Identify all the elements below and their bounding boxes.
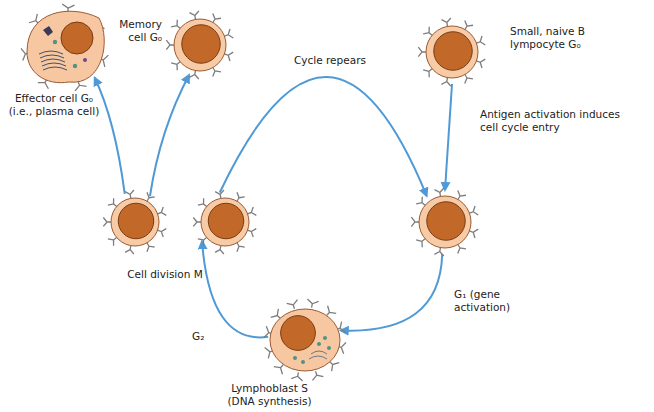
- b-cell: Cell division M: [101, 188, 259, 256]
- cell-label: Lymphoblast S (DNA synthesis): [222, 382, 317, 408]
- phase-label: Antigen activation induces cell cycle en…: [478, 108, 642, 134]
- phase-label: Cycle repears: [292, 54, 368, 67]
- cell-label: Memory cell G₀: [112, 18, 162, 44]
- b-cell: Lymphoblast S (DNA synthesis): [264, 299, 346, 381]
- cycle-arrow: [95, 78, 125, 194]
- cell-label: Cell division M: [127, 268, 203, 281]
- cycle-arrow: [150, 75, 189, 196]
- cell-illustration: [416, 16, 488, 88]
- cycle-arrow: [220, 77, 427, 196]
- cell-label: Small, naive B lympocyte G₀: [510, 25, 592, 51]
- phase-label: G₂: [190, 330, 206, 343]
- cell-label: Effector cell G₀ (i.e., plasma cell): [4, 92, 104, 118]
- b-cell: [409, 186, 481, 258]
- cell-illustration: [17, 0, 113, 96]
- cell-illustration: [164, 9, 236, 81]
- b-cell: Memory cell G₀: [164, 9, 236, 81]
- cell-illustration: [101, 188, 259, 256]
- cell-illustration: [264, 299, 346, 381]
- cell-illustration: [409, 186, 481, 258]
- cycle-arrow: [445, 84, 452, 190]
- b-cell: Effector cell G₀ (i.e., plasma cell): [17, 0, 113, 96]
- b-cell: Small, naive B lympocyte G₀: [416, 16, 488, 88]
- cycle-arrow: [341, 254, 442, 331]
- phase-label: G₁ (gene activation): [452, 288, 556, 314]
- cycle-arrow: [202, 241, 268, 337]
